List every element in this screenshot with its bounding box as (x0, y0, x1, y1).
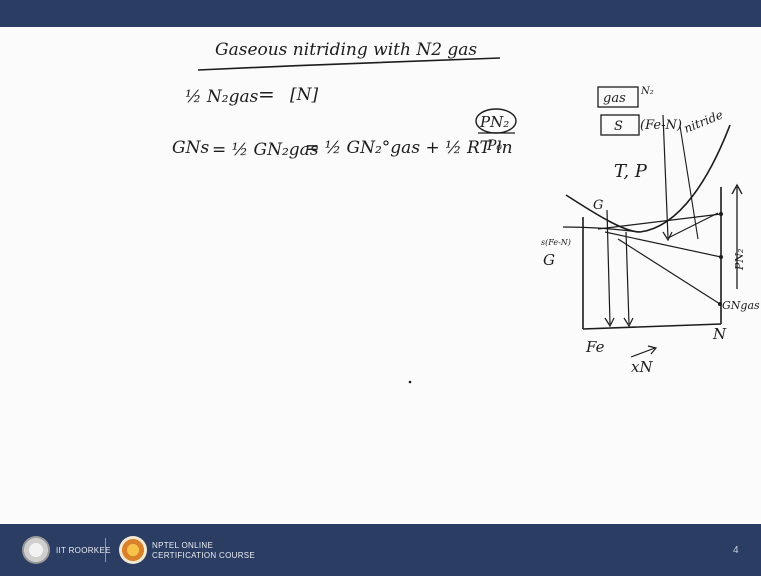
down-arrow-1-head (604, 317, 615, 328)
down-arrow-2 (625, 231, 630, 325)
nitride-arrow (662, 114, 669, 239)
x-axis-arrow (630, 347, 656, 358)
institute-label: IIT ROORKEE (56, 546, 111, 555)
gas-box-label: gas (603, 91, 626, 106)
intercept-point-1 (719, 212, 723, 216)
course-label-line2: CERTIFICATION COURSE (152, 551, 256, 560)
tangent-line-1 (597, 213, 722, 230)
chem-pot-lhs: GNs (172, 138, 209, 158)
down-arrow-1 (606, 209, 611, 325)
top-bar (0, 0, 761, 27)
pressure-numerator: PN₂ (479, 113, 509, 131)
chem-pot-rhs: = ½ GN₂°gas + ½ RT ln (305, 138, 513, 158)
solid-box-label: S (614, 119, 623, 134)
free-energy-curve (565, 124, 731, 233)
pressure-denominator: P₀ (486, 138, 502, 154)
nitride-label: nitride (682, 108, 725, 136)
axis-fe-label: Fe (585, 338, 605, 356)
chem-pot-mid: = ½ GN₂gas (212, 140, 319, 160)
intercept-point-2 (719, 255, 723, 259)
tangent-line-2 (604, 231, 722, 258)
course-label-line1: NPTEL ONLINE (152, 541, 214, 550)
iit-roorkee-logo-icon (22, 536, 50, 564)
reaction-rhs: [N] (290, 85, 319, 105)
intercept-point-3 (718, 302, 722, 306)
bottom-axis (582, 323, 722, 330)
title-underline (197, 57, 501, 71)
nptel-logo-icon (119, 536, 147, 564)
down-arrow-2-head (623, 317, 634, 328)
tangent-line-3 (617, 238, 721, 305)
x-axis-arrow-head (647, 345, 658, 355)
footer-bar: IIT ROORKEE NPTEL ONLINE CERTIFICATION C… (0, 524, 761, 576)
page-number: 4 (733, 545, 739, 556)
conditions-label: T, P (614, 161, 648, 182)
solid-box-note: (Fe-N) (640, 118, 682, 133)
pressure-axis-label: PN₂ (733, 249, 746, 271)
nitride-tangent (667, 212, 719, 239)
whiteboard-canvas: Gaseous nitriding with N2 gas ½ N₂gas = … (172, 40, 761, 384)
whiteboard: Gaseous nitriding with N2 gas ½ N₂gas = … (0, 27, 761, 524)
footer-divider (105, 538, 106, 562)
gas-box-note: N₂ (640, 86, 654, 97)
axis-n-label: N (712, 325, 727, 343)
nitride-arrow-head (662, 231, 673, 242)
pressure-arrow-head (731, 183, 743, 195)
title-text: Gaseous nitriding with N2 gas (215, 40, 477, 60)
solid-box (600, 114, 640, 136)
reaction-equals: = (258, 82, 275, 106)
x-axis-label: xN (631, 358, 653, 376)
stray-dot (408, 380, 412, 384)
curve-g-label: G (593, 198, 603, 213)
equality-label: GNgas = GNs (722, 299, 761, 312)
solution-g-label: G (543, 251, 555, 269)
reaction-lhs: ½ N₂gas (185, 87, 259, 107)
gas-box (597, 86, 639, 108)
nitride-pointer (679, 125, 699, 240)
solution-label-top: s(Fe-N) (541, 238, 571, 247)
